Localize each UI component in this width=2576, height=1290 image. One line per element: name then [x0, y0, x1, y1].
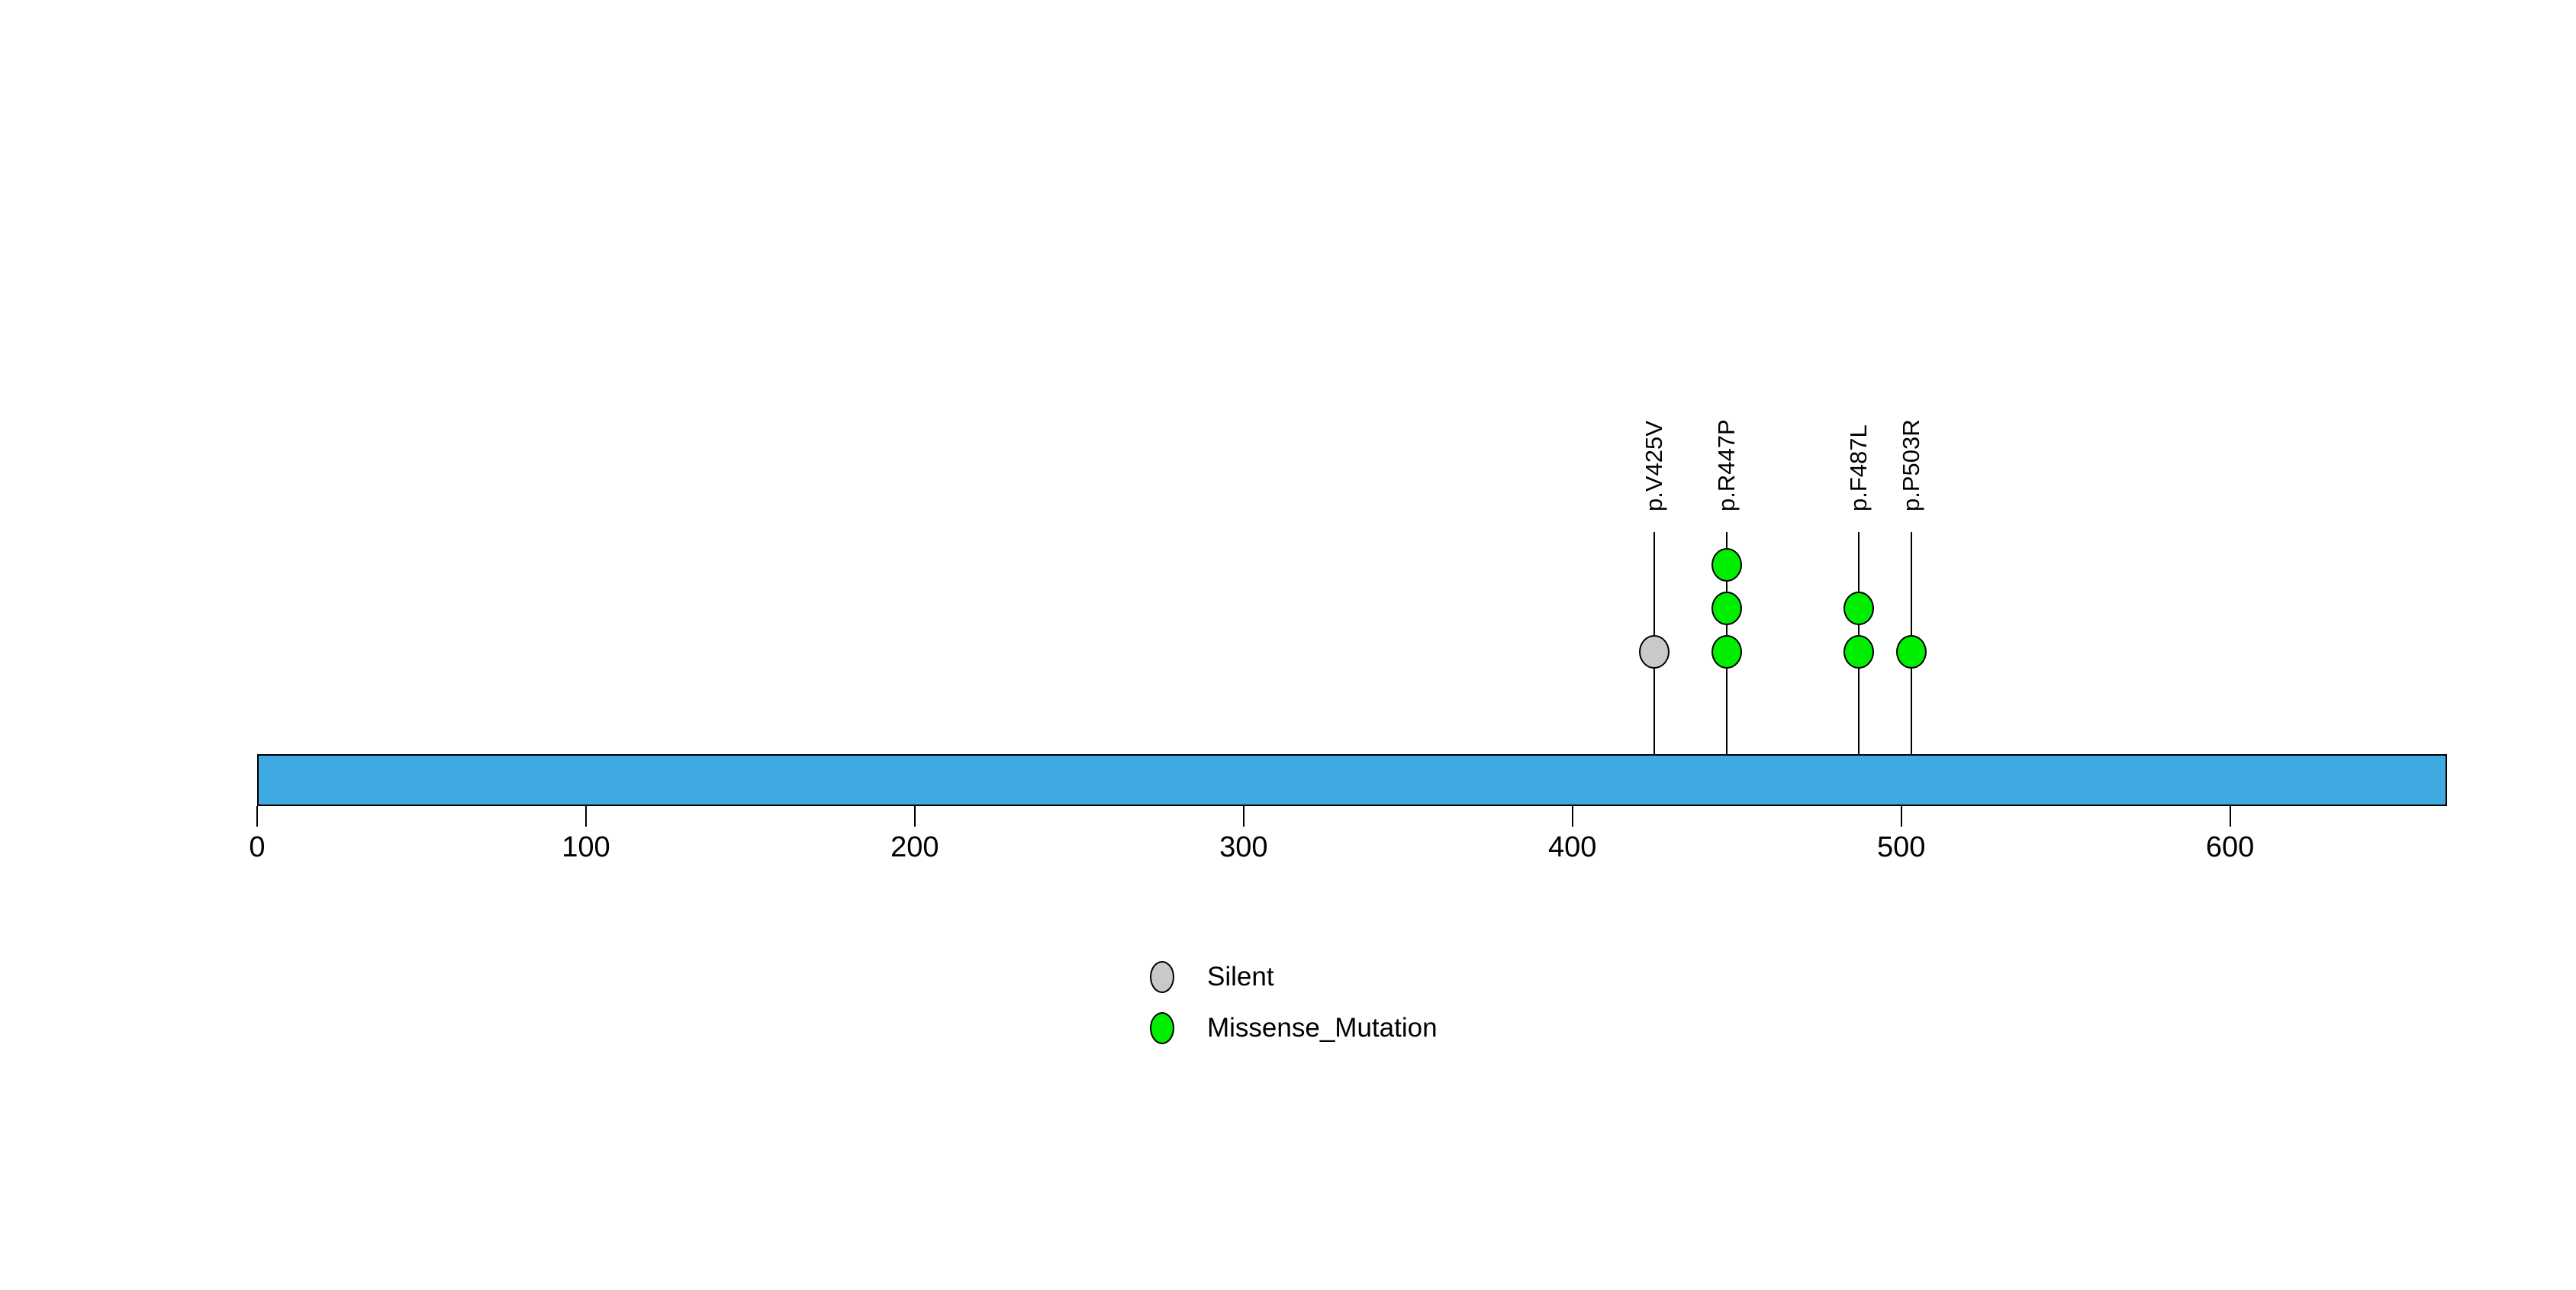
x-axis-tick-label: 0 — [249, 831, 266, 863]
x-axis-tick-label: 500 — [1876, 831, 1926, 863]
mutation-label: p.P503R — [1897, 419, 1924, 511]
x-axis-tick-label: 600 — [2205, 831, 2255, 863]
x-axis-tick-label: 400 — [1548, 831, 1597, 863]
x-axis-tick — [584, 806, 587, 827]
x-axis-tick — [1242, 806, 1245, 827]
mutation-circle — [1711, 635, 1743, 669]
x-axis-tick-label: 200 — [890, 831, 939, 863]
x-axis-tick — [256, 806, 258, 827]
mutation-label: p.R447P — [1713, 419, 1740, 511]
x-axis-tick-label: 300 — [1219, 831, 1268, 863]
x-axis-tick — [2229, 806, 2231, 827]
x-axis-tick-label: 100 — [562, 831, 610, 863]
legend-label: Silent — [1207, 962, 1274, 992]
legend-marker — [1150, 1012, 1174, 1044]
mutation-label: p.V425V — [1641, 421, 1668, 511]
mutation-circle — [1711, 592, 1743, 625]
x-axis-tick — [1900, 806, 1902, 827]
legend-label: Missense_Mutation — [1207, 1013, 1438, 1043]
x-axis-tick — [1571, 806, 1573, 827]
mutation-circle — [1843, 592, 1874, 625]
legend-marker — [1150, 961, 1174, 993]
mutation-circle — [1843, 635, 1874, 669]
mutation-circle — [1895, 635, 1927, 669]
mutation-circle — [1711, 548, 1743, 582]
x-axis-tick — [913, 806, 916, 827]
protein-bar — [257, 754, 2447, 806]
mutation-circle — [1639, 635, 1670, 669]
mutation-label: p.F487L — [1844, 424, 1872, 511]
